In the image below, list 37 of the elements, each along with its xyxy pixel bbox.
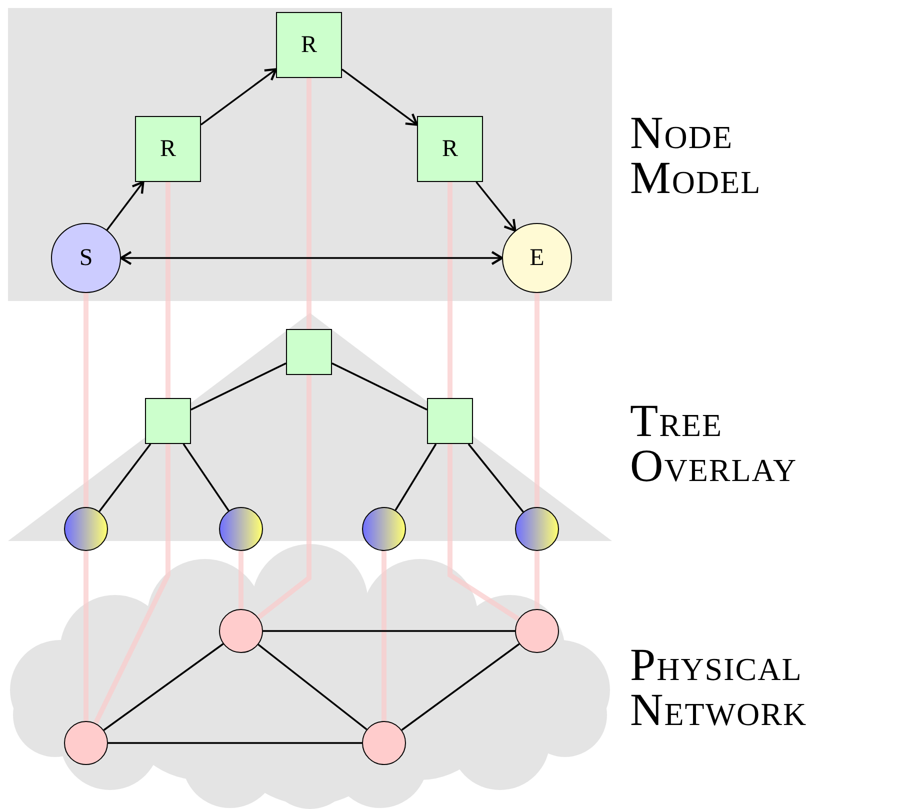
layer-heading: Physical Network bbox=[630, 642, 808, 732]
layer-heading: Tree Overlay bbox=[630, 398, 798, 488]
link-line bbox=[98, 443, 152, 512]
arrow bbox=[120, 250, 504, 266]
arrow bbox=[341, 68, 418, 126]
mapping-line bbox=[166, 182, 170, 398]
mapping-line bbox=[93, 444, 170, 724]
router-node: R bbox=[276, 12, 342, 78]
arrow bbox=[200, 68, 278, 126]
router-node: R bbox=[417, 116, 483, 182]
link-line bbox=[468, 443, 524, 512]
router-node bbox=[145, 398, 191, 444]
link-line bbox=[103, 643, 224, 731]
mapping-line bbox=[306, 78, 312, 329]
mapping-line bbox=[84, 293, 88, 507]
mapping-line bbox=[256, 375, 312, 620]
link-line bbox=[401, 643, 520, 731]
link-line bbox=[332, 362, 428, 410]
link-line bbox=[108, 742, 362, 744]
mapping-line bbox=[84, 551, 88, 721]
router-node bbox=[427, 398, 473, 444]
link-line bbox=[190, 362, 286, 410]
mapping-line bbox=[534, 293, 540, 507]
link-line bbox=[263, 630, 515, 632]
mapping-line bbox=[382, 551, 386, 721]
mapping-line bbox=[448, 444, 520, 622]
link-line bbox=[258, 644, 368, 730]
router-node: R bbox=[135, 116, 201, 182]
mapping-line bbox=[534, 551, 540, 609]
layer-heading: Node Model bbox=[630, 110, 762, 200]
arrow bbox=[476, 181, 516, 232]
link-line bbox=[182, 444, 230, 512]
arrow bbox=[106, 180, 144, 231]
link-line bbox=[394, 444, 437, 511]
mapping-line bbox=[448, 182, 452, 398]
router-node bbox=[286, 329, 332, 375]
mapping-line bbox=[238, 551, 244, 609]
